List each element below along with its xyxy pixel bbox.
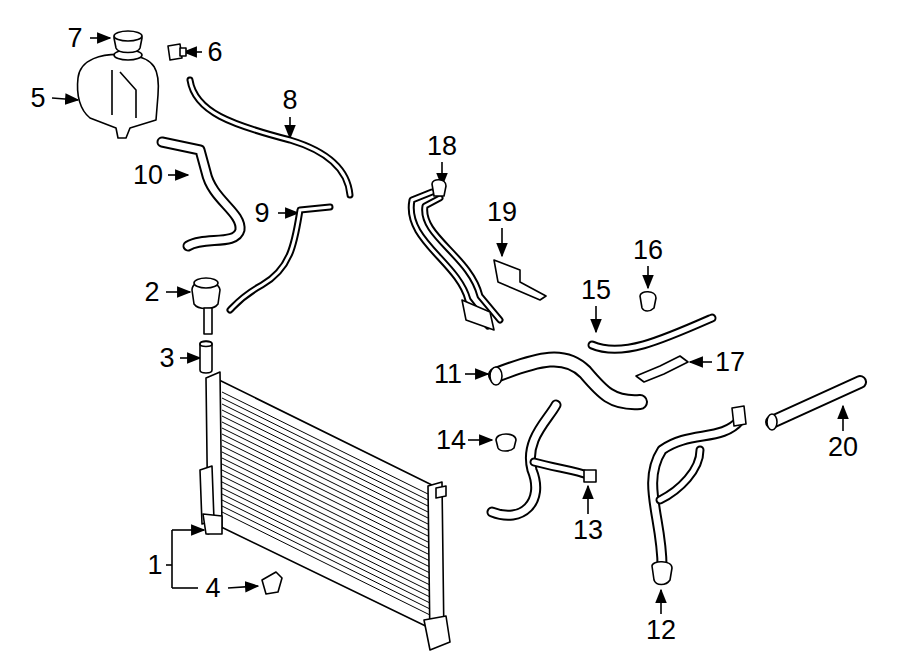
callout-number: 4 xyxy=(205,575,220,602)
callout-number: 9 xyxy=(254,200,269,227)
callout-number: 17 xyxy=(715,349,745,376)
callout-number: 11 xyxy=(434,361,462,388)
callout-number: 10 xyxy=(133,162,163,189)
callout-number: 20 xyxy=(828,434,858,461)
callout-number: 13 xyxy=(573,517,603,544)
callout-number: 6 xyxy=(207,39,222,66)
callout-number: 14 xyxy=(436,427,466,454)
callout-number: 18 xyxy=(427,133,457,160)
callout-number: 5 xyxy=(30,85,45,112)
callout-number: 8 xyxy=(282,87,297,114)
callout-number: 3 xyxy=(159,345,174,372)
callout-number: 19 xyxy=(487,199,517,226)
callout-number: 2 xyxy=(144,279,159,306)
callout-number: 15 xyxy=(581,277,611,304)
callout-number: 7 xyxy=(67,25,82,52)
callout-number: 12 xyxy=(646,617,676,644)
callout-number: 1 xyxy=(147,552,162,579)
callout-number: 16 xyxy=(633,237,663,264)
